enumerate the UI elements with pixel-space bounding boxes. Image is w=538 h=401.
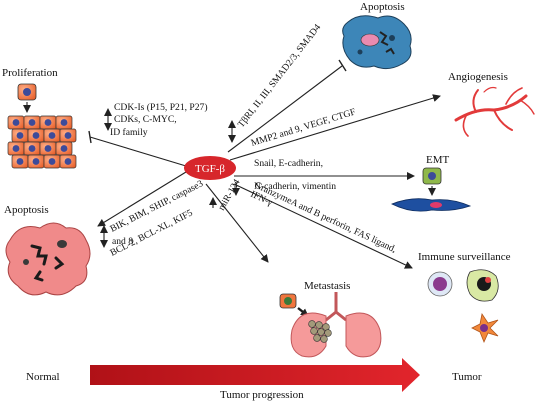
angiogenesis-label: Angiogenesis	[448, 71, 508, 83]
cell-nucleus	[16, 132, 24, 139]
apoptosis-top-group: Apoptosis TβRI, II, III, SMAD2/3, SMAD4	[227, 1, 412, 153]
immune-cells-icon	[427, 269, 499, 344]
blood-vessel-icon	[454, 86, 535, 137]
cdk-label-2: CDKs, C-MYC,	[114, 114, 177, 125]
tumor-label: Tumor	[452, 371, 482, 383]
cell-nucleus	[64, 158, 72, 165]
emt-cell-icon	[422, 167, 442, 185]
metastasis-label: Metastasis	[304, 280, 350, 292]
cell-nucleus	[28, 145, 36, 152]
lung-icon	[290, 292, 382, 358]
cell-nucleus	[12, 119, 20, 126]
progression-label: Tumor progression	[220, 389, 304, 401]
cell-nucleus	[48, 132, 56, 139]
mmp-label: MMP2 and 9, VEGF, CTGF	[250, 107, 357, 149]
cdk-edge: CDK-Is (P15, P21, P27) CDKs, C-MYC, ID f…	[88, 102, 208, 167]
normal-label: Normal	[26, 371, 60, 383]
cell-nucleus	[44, 145, 52, 152]
immune-label: Immune surveillance	[418, 251, 511, 263]
cell-nucleus	[32, 158, 40, 165]
bik-edge	[97, 171, 187, 227]
proliferation-label: Proliferation	[2, 67, 58, 79]
tumor-progression-arrow: Normal Tumor Tumor progression	[26, 358, 482, 401]
mmp-edge	[229, 94, 441, 161]
cell-nucleus	[12, 145, 20, 152]
mir-label: miR-124	[216, 177, 243, 212]
apoptosis-left-label: Apoptosis	[4, 204, 49, 216]
emt-label: EMT	[426, 154, 450, 166]
apoptosis-top-label: Apoptosis	[360, 1, 405, 13]
proliferation-group: Proliferation	[2, 67, 77, 169]
mesenchymal-cell-icon	[391, 198, 472, 212]
apoptosis-left-group: Apoptosis BIK, BIM, SHIP, caspase3 and 8…	[4, 171, 205, 296]
cell-nucleus	[60, 145, 68, 152]
cell-nucleus	[64, 132, 72, 139]
tgf-beta-label: TGF-β	[195, 163, 225, 175]
cell-cluster-icon	[7, 115, 77, 169]
metastasis-group: miR-124 Metastasis	[205, 177, 382, 358]
cell-nucleus	[28, 119, 36, 126]
receptors-edge	[227, 65, 343, 153]
emt-group: Snail, E-cadherin, N-cadherin, vimentin …	[234, 154, 472, 212]
cell-nucleus	[48, 158, 56, 165]
bik-label-2: and 8	[112, 236, 133, 247]
cdk-label-1: CDK-Is (P15, P21, P27)	[114, 102, 208, 113]
tumor-cell-icon	[279, 293, 297, 309]
cell-nucleus	[44, 119, 52, 126]
snail-label-2: N-cadherin, vimentin	[254, 181, 336, 192]
granzyme-edge	[233, 183, 413, 269]
cell-nucleus	[32, 132, 40, 139]
cdk-label-3: ID family	[110, 127, 148, 138]
apoptotic-cell-blue-icon	[342, 15, 412, 70]
single-cell-icon	[17, 83, 37, 101]
apoptotic-cell-pink-icon	[5, 222, 91, 296]
tgf-beta-node: TGF-β	[184, 156, 236, 180]
cell-nucleus	[16, 158, 24, 165]
snail-label-1: Snail, E-cadherin,	[254, 158, 323, 169]
cell-nucleus	[60, 119, 68, 126]
